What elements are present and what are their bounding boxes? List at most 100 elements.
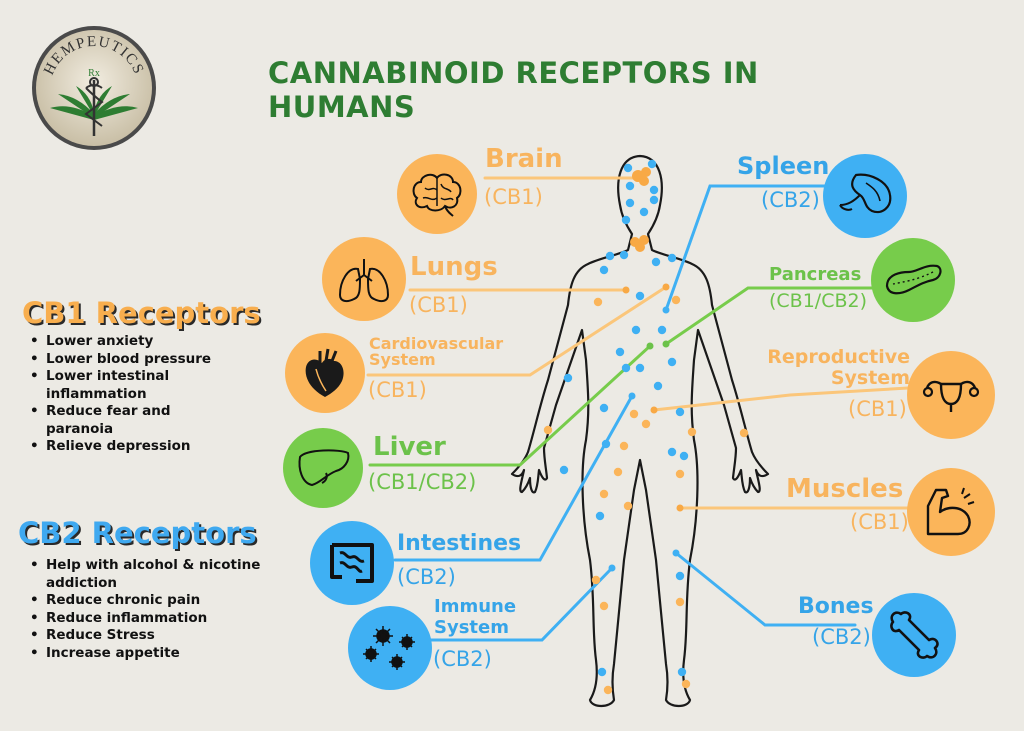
spleen-circle bbox=[823, 154, 907, 238]
receptor-dot bbox=[657, 325, 667, 335]
receptor-dot bbox=[543, 425, 553, 435]
lungs-icon bbox=[338, 259, 390, 303]
intestines-circle bbox=[310, 521, 394, 605]
receptor-dot bbox=[599, 265, 609, 275]
receptor-dot bbox=[621, 215, 631, 225]
receptor-dot bbox=[631, 325, 641, 335]
immune-label-line2: System bbox=[434, 617, 509, 638]
muscle-arm-icon bbox=[926, 487, 975, 536]
list-item: Increase appetite bbox=[30, 645, 280, 663]
cardio-label-line1: Cardiovascular bbox=[369, 334, 504, 353]
list-item: Reduce fear and paranoia bbox=[30, 403, 230, 438]
uterus-icon bbox=[922, 380, 980, 412]
receptor-dots bbox=[543, 159, 749, 695]
virus-icon bbox=[363, 626, 415, 670]
receptor-dot bbox=[597, 667, 607, 677]
muscles-label: Muscles bbox=[786, 474, 904, 504]
pancreas-icon bbox=[885, 264, 942, 295]
receptor-dot bbox=[667, 253, 677, 263]
receptor-dot bbox=[591, 575, 601, 585]
hempeutics-logo: HEMPEUTICS Rx bbox=[32, 26, 156, 150]
brain-label: Brain bbox=[485, 144, 563, 174]
receptor-dot bbox=[621, 363, 631, 373]
receptor-dot bbox=[619, 441, 629, 451]
receptor-dot bbox=[667, 447, 677, 457]
receptor-dot bbox=[601, 439, 611, 449]
receptor-dot bbox=[649, 185, 659, 195]
receptor-dot bbox=[599, 489, 609, 499]
list-item: Relieve depression bbox=[30, 438, 230, 456]
reproductive-label-line1: Reproductive bbox=[767, 346, 910, 368]
receptor-dot bbox=[625, 198, 635, 208]
liver-circle bbox=[283, 428, 363, 508]
receptor-dot bbox=[619, 250, 629, 260]
receptor-dot bbox=[647, 159, 657, 169]
receptor-dot bbox=[687, 427, 697, 437]
spleen-icon bbox=[839, 173, 892, 214]
brain-receptor: (CB1) bbox=[484, 185, 543, 209]
bones-label: Bones bbox=[798, 594, 874, 619]
spleen-label: Spleen bbox=[737, 152, 830, 180]
cardio-receptor: (CB1) bbox=[368, 378, 427, 402]
receptor-dot bbox=[563, 373, 573, 383]
receptor-dot bbox=[625, 181, 635, 191]
receptor-dot bbox=[667, 357, 677, 367]
muscles-circle bbox=[907, 468, 995, 556]
receptor-dot bbox=[675, 407, 685, 417]
receptor-dot bbox=[613, 467, 623, 477]
receptor-dot bbox=[675, 571, 685, 581]
receptor-dot bbox=[599, 403, 609, 413]
intestines-icon bbox=[330, 543, 374, 583]
muscles-receptor: (CB1) bbox=[850, 510, 909, 534]
cb1-receptors-heading: CB1 Receptors bbox=[22, 296, 261, 330]
liver-icon bbox=[298, 449, 350, 487]
receptor-dot bbox=[679, 451, 689, 461]
receptor-dot bbox=[599, 601, 609, 611]
receptor-dot bbox=[675, 597, 685, 607]
intestines-label: Intestines bbox=[397, 531, 522, 556]
receptor-dot bbox=[629, 409, 639, 419]
cb1-benefits-list: Lower anxiety Lower blood pressure Lower… bbox=[30, 333, 230, 456]
receptor-dot bbox=[635, 291, 645, 301]
intestines-receptor: (CB2) bbox=[397, 565, 456, 589]
receptor-dot bbox=[559, 465, 569, 475]
lungs-circle bbox=[322, 237, 406, 321]
lungs-receptor: (CB1) bbox=[409, 293, 468, 317]
list-item: Help with alcohol & nicotine addiction bbox=[30, 557, 280, 592]
receptor-dot bbox=[615, 347, 625, 357]
reproductive-receptor: (CB1) bbox=[848, 397, 907, 421]
heart-icon bbox=[305, 348, 344, 397]
cb2-benefits-list: Help with alcohol & nicotine addiction R… bbox=[30, 557, 280, 662]
list-item: Lower blood pressure bbox=[30, 351, 230, 369]
receptor-dot bbox=[649, 195, 659, 205]
reproductive-circle bbox=[907, 351, 995, 439]
cb2-receptors-heading: CB2 Receptors bbox=[18, 516, 257, 550]
reproductive-label-line2: System bbox=[830, 367, 910, 389]
spleen-receptor: (CB2) bbox=[761, 188, 820, 212]
human-body-outline bbox=[510, 154, 770, 708]
lungs-label: Lungs bbox=[410, 252, 498, 282]
receptor-dot bbox=[681, 679, 691, 689]
receptor-dot bbox=[623, 163, 633, 173]
receptor-dot bbox=[675, 469, 685, 479]
pancreas-label: Pancreas bbox=[769, 264, 862, 285]
list-item: Lower intestinal inflammation bbox=[30, 368, 230, 403]
receptor-dot bbox=[677, 667, 687, 677]
receptor-dot bbox=[653, 381, 663, 391]
cardio-label-line2: System bbox=[369, 350, 436, 369]
immune-label-line1: Immune bbox=[434, 596, 517, 617]
receptor-dot bbox=[651, 257, 661, 267]
receptor-dot bbox=[641, 419, 651, 429]
liver-receptor: (CB1/CB2) bbox=[368, 470, 477, 494]
receptor-dot bbox=[605, 251, 615, 261]
list-item: Reduce Stress bbox=[30, 627, 280, 645]
immune-receptor: (CB2) bbox=[433, 647, 492, 671]
bones-circle bbox=[872, 593, 956, 677]
list-item: Lower anxiety bbox=[30, 333, 230, 351]
receptor-dot bbox=[595, 511, 605, 521]
list-item: Reduce chronic pain bbox=[30, 592, 280, 610]
page-title: CANNABINOID RECEPTORS IN HUMANS bbox=[268, 56, 759, 124]
bones-receptor: (CB2) bbox=[812, 625, 871, 649]
